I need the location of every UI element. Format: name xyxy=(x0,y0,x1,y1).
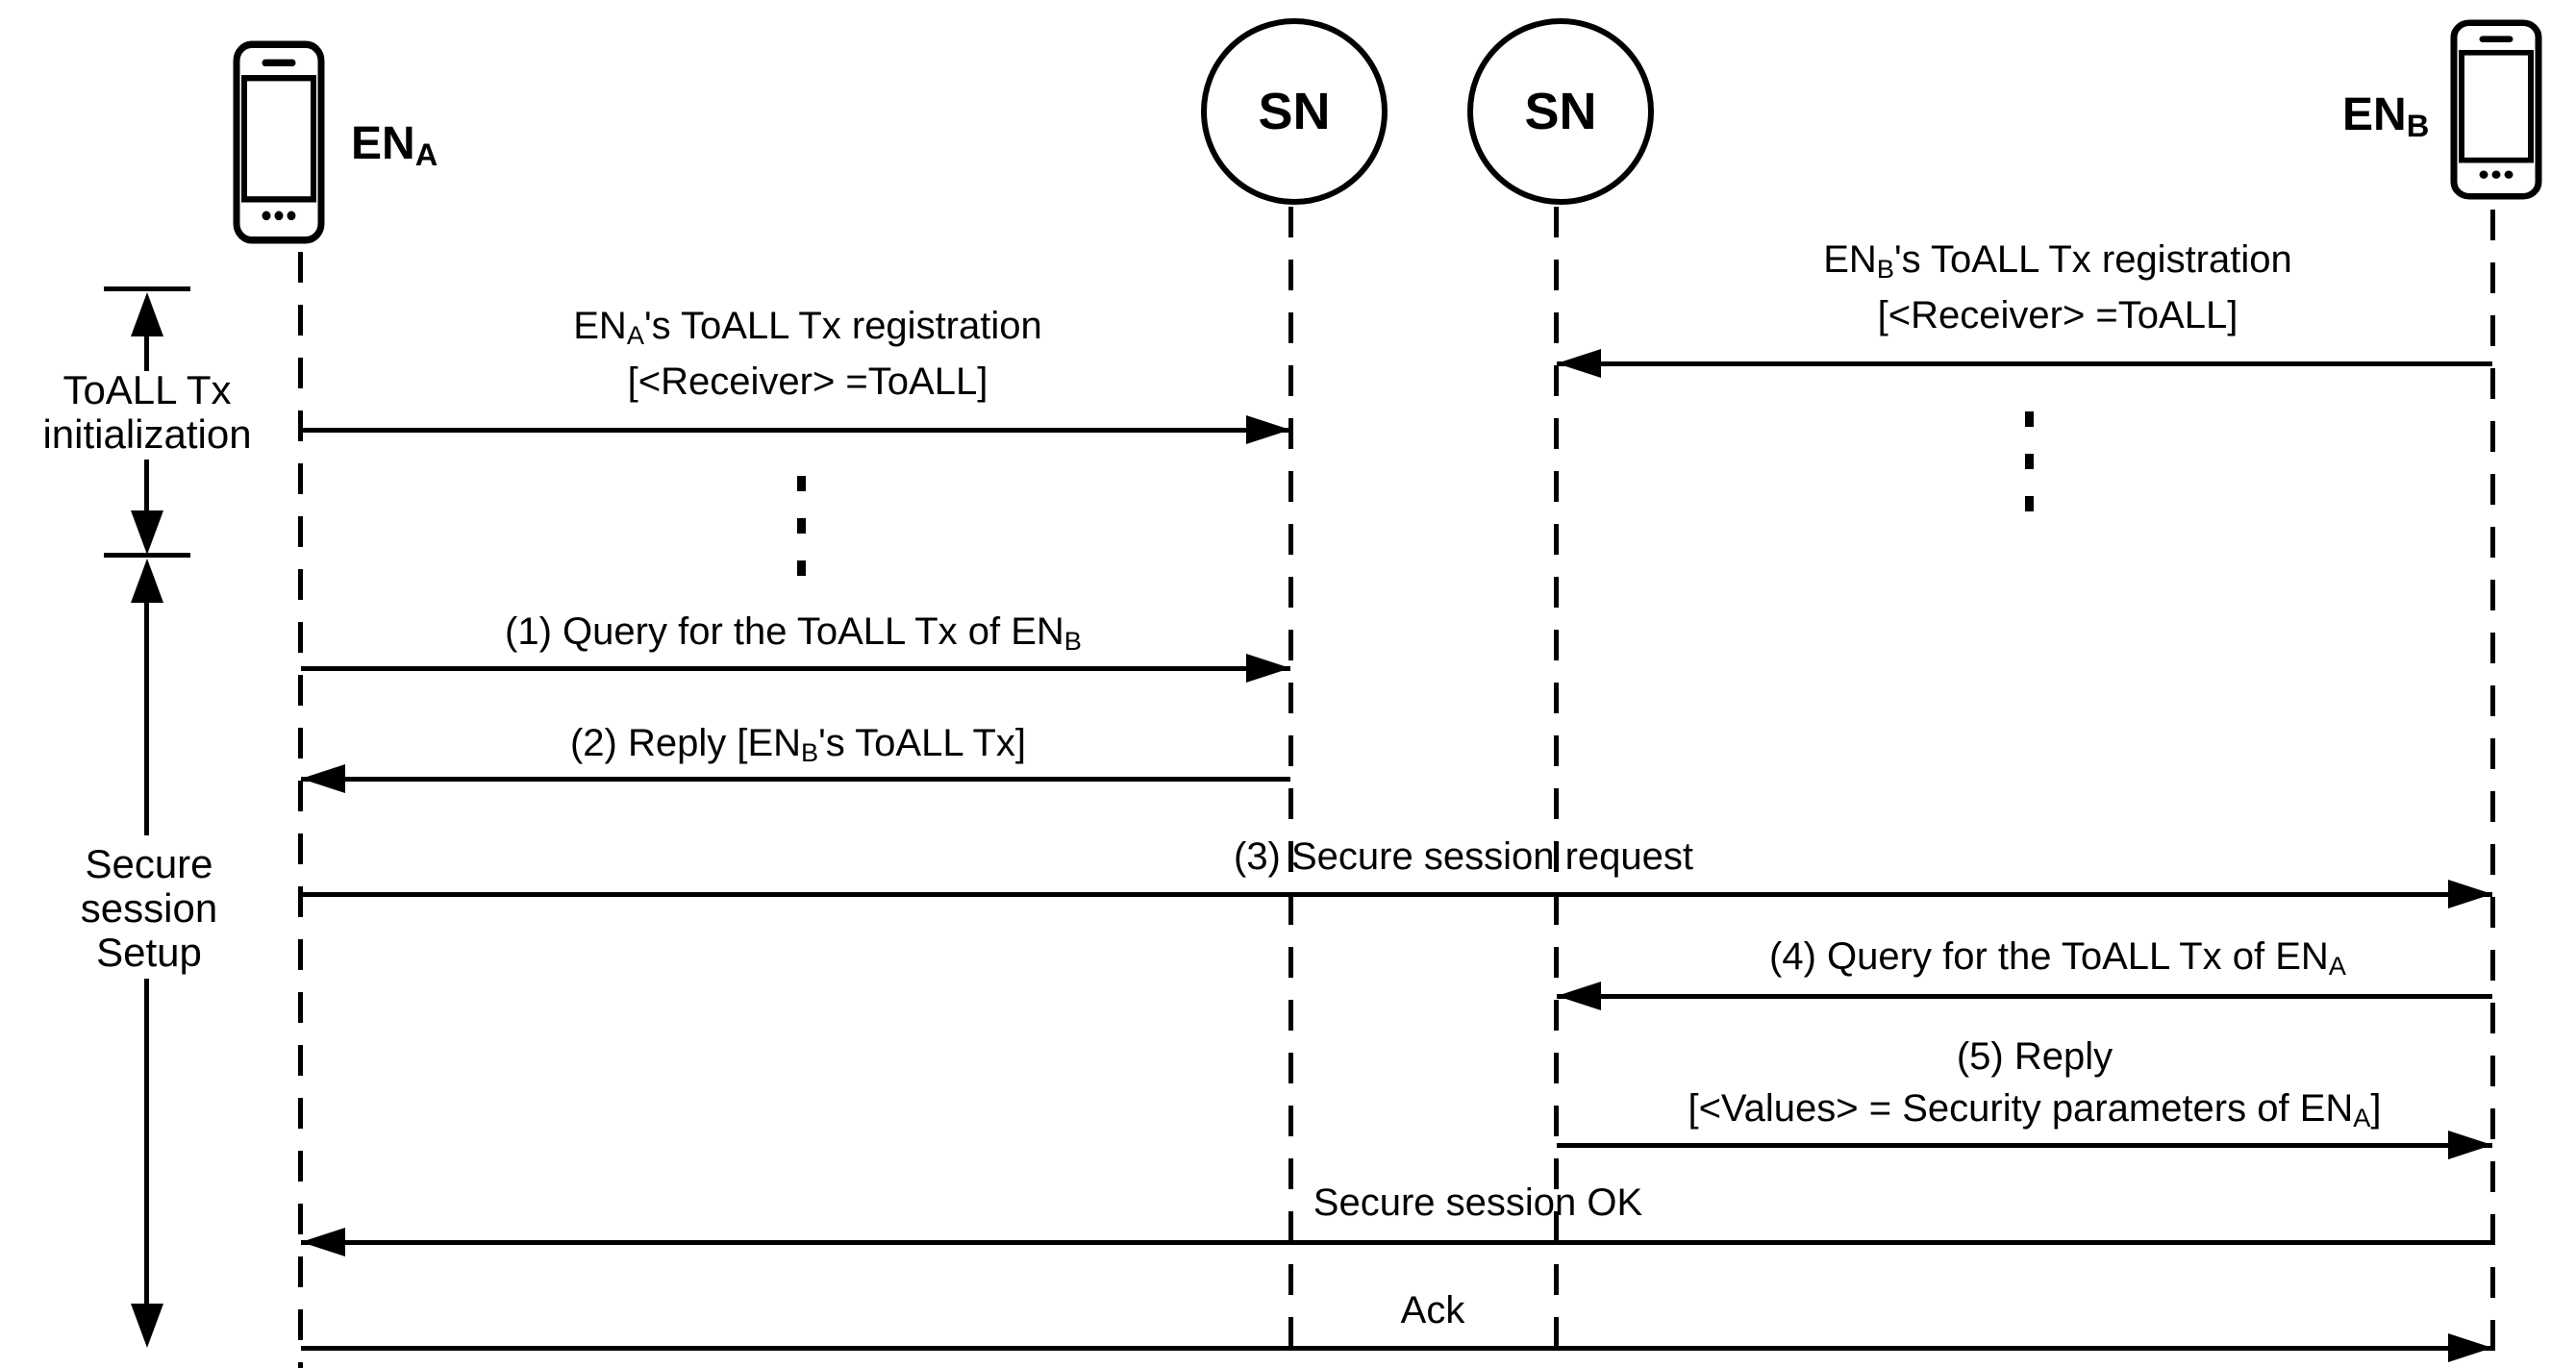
arrow-line xyxy=(301,777,1290,782)
bracket-stem xyxy=(144,460,149,515)
phase-label-line: initialization xyxy=(42,411,252,457)
actor-label-subscript: A xyxy=(414,137,438,173)
arrow-line xyxy=(1557,1143,2492,1148)
actor-label-text: EN xyxy=(2342,89,2407,140)
arrow-line xyxy=(301,1346,2492,1351)
lifeline-sn-left xyxy=(1288,207,1293,1368)
lifeline-sn-right xyxy=(1554,207,1559,1368)
arrowhead-right-icon xyxy=(2448,1131,2492,1159)
lifeline-en-a xyxy=(298,252,303,1368)
phase-label-toall-init: ToALL Tx initialization xyxy=(42,368,251,457)
arrowhead-right-icon xyxy=(1246,654,1290,683)
bracket-stem xyxy=(144,979,149,1309)
bracket-stem xyxy=(144,331,149,371)
arrowhead-left-icon xyxy=(1557,349,1601,378)
arrow-line xyxy=(1557,994,2492,999)
message-label: ENB's ToALL Tx registration [<Receiver> … xyxy=(1823,234,2292,341)
arrowhead-right-icon xyxy=(1246,415,1290,444)
phase-label-line: ToALL Tx xyxy=(63,367,232,412)
actor-label-text: EN xyxy=(351,118,415,169)
message-label: (3) Secure session request xyxy=(1234,831,1693,883)
arrow-line xyxy=(301,892,2492,897)
phase-label-line: Setup xyxy=(96,930,202,975)
actor-label-subscript: B xyxy=(2406,108,2430,144)
message-label-line: (1) Query for the ToALL Tx of ENB xyxy=(505,610,1082,656)
message-label-line: [<Values> = Security parameters of ENA] xyxy=(1688,1087,2382,1132)
arrow-line xyxy=(301,1240,2492,1245)
arrowhead-right-icon xyxy=(2448,1333,2492,1362)
lifeline-en-b xyxy=(2490,210,2495,1368)
message-label-line: [<Receiver> =ToALL] xyxy=(1877,294,2238,336)
phone-icon-en-a xyxy=(233,40,325,244)
message-label: (4) Query for the ToALL Tx of ENA xyxy=(1769,931,2346,986)
bracket-stem xyxy=(144,597,149,835)
message-label: (2) Reply [ENB's ToALL Tx] xyxy=(570,717,1026,773)
arrowhead-left-icon xyxy=(301,1228,345,1256)
actor-label-en-a: ENA xyxy=(351,117,438,173)
message-label: Ack xyxy=(1401,1284,1465,1336)
message-label-line: (3) Secure session request xyxy=(1233,835,1694,878)
phase-label-line: Secure xyxy=(85,841,213,886)
sn-node-right: SN xyxy=(1467,18,1654,205)
message-label: Secure session OK xyxy=(1313,1177,1642,1229)
message-label-line: (5) Reply xyxy=(1956,1035,2113,1078)
sn-node-left: SN xyxy=(1201,18,1388,205)
message-label-line: (4) Query for the ToALL Tx of ENA xyxy=(1769,935,2346,981)
actor-label-en-b: ENB xyxy=(2342,88,2430,144)
phase-label-line: session xyxy=(80,885,218,931)
vertical-ellipsis-icon xyxy=(797,476,806,576)
message-label-line: [<Receiver> =ToALL] xyxy=(627,361,988,403)
message-label-line: ENB's ToALL Tx registration xyxy=(1823,238,2292,284)
bracket-bar xyxy=(104,553,190,558)
arrow-line xyxy=(1557,361,2492,366)
message-label: (1) Query for the ToALL Tx of ENB xyxy=(505,606,1082,661)
vertical-ellipsis-icon xyxy=(2025,411,2034,511)
arrow-up-icon xyxy=(131,292,163,336)
arrowhead-right-icon xyxy=(2448,880,2492,908)
message-label-line: Secure session OK xyxy=(1313,1181,1643,1224)
sn-node-label: SN xyxy=(1524,83,1597,140)
arrow-down-icon xyxy=(131,1304,163,1348)
message-label: (5) Reply [<Values> = Security parameter… xyxy=(1688,1031,2381,1138)
bracket-bar xyxy=(104,286,190,291)
message-label: ENA's ToALL Tx registration [<Receiver> … xyxy=(573,300,1042,408)
sn-node-label: SN xyxy=(1258,83,1331,140)
arrow-down-icon xyxy=(131,510,163,555)
phase-label-secure-session: Secure session Setup xyxy=(81,842,217,975)
arrow-line xyxy=(301,666,1290,671)
arrow-line xyxy=(301,428,1290,433)
arrowhead-left-icon xyxy=(1557,982,1601,1010)
arrowhead-left-icon xyxy=(301,764,345,793)
phone-icon-en-b xyxy=(2450,19,2542,200)
message-label-line: (2) Reply [ENB's ToALL Tx] xyxy=(569,722,1027,767)
arrow-up-icon xyxy=(131,559,163,603)
message-label-line: ENA's ToALL Tx registration xyxy=(573,305,1042,350)
message-label-line: Ack xyxy=(1400,1289,1465,1331)
